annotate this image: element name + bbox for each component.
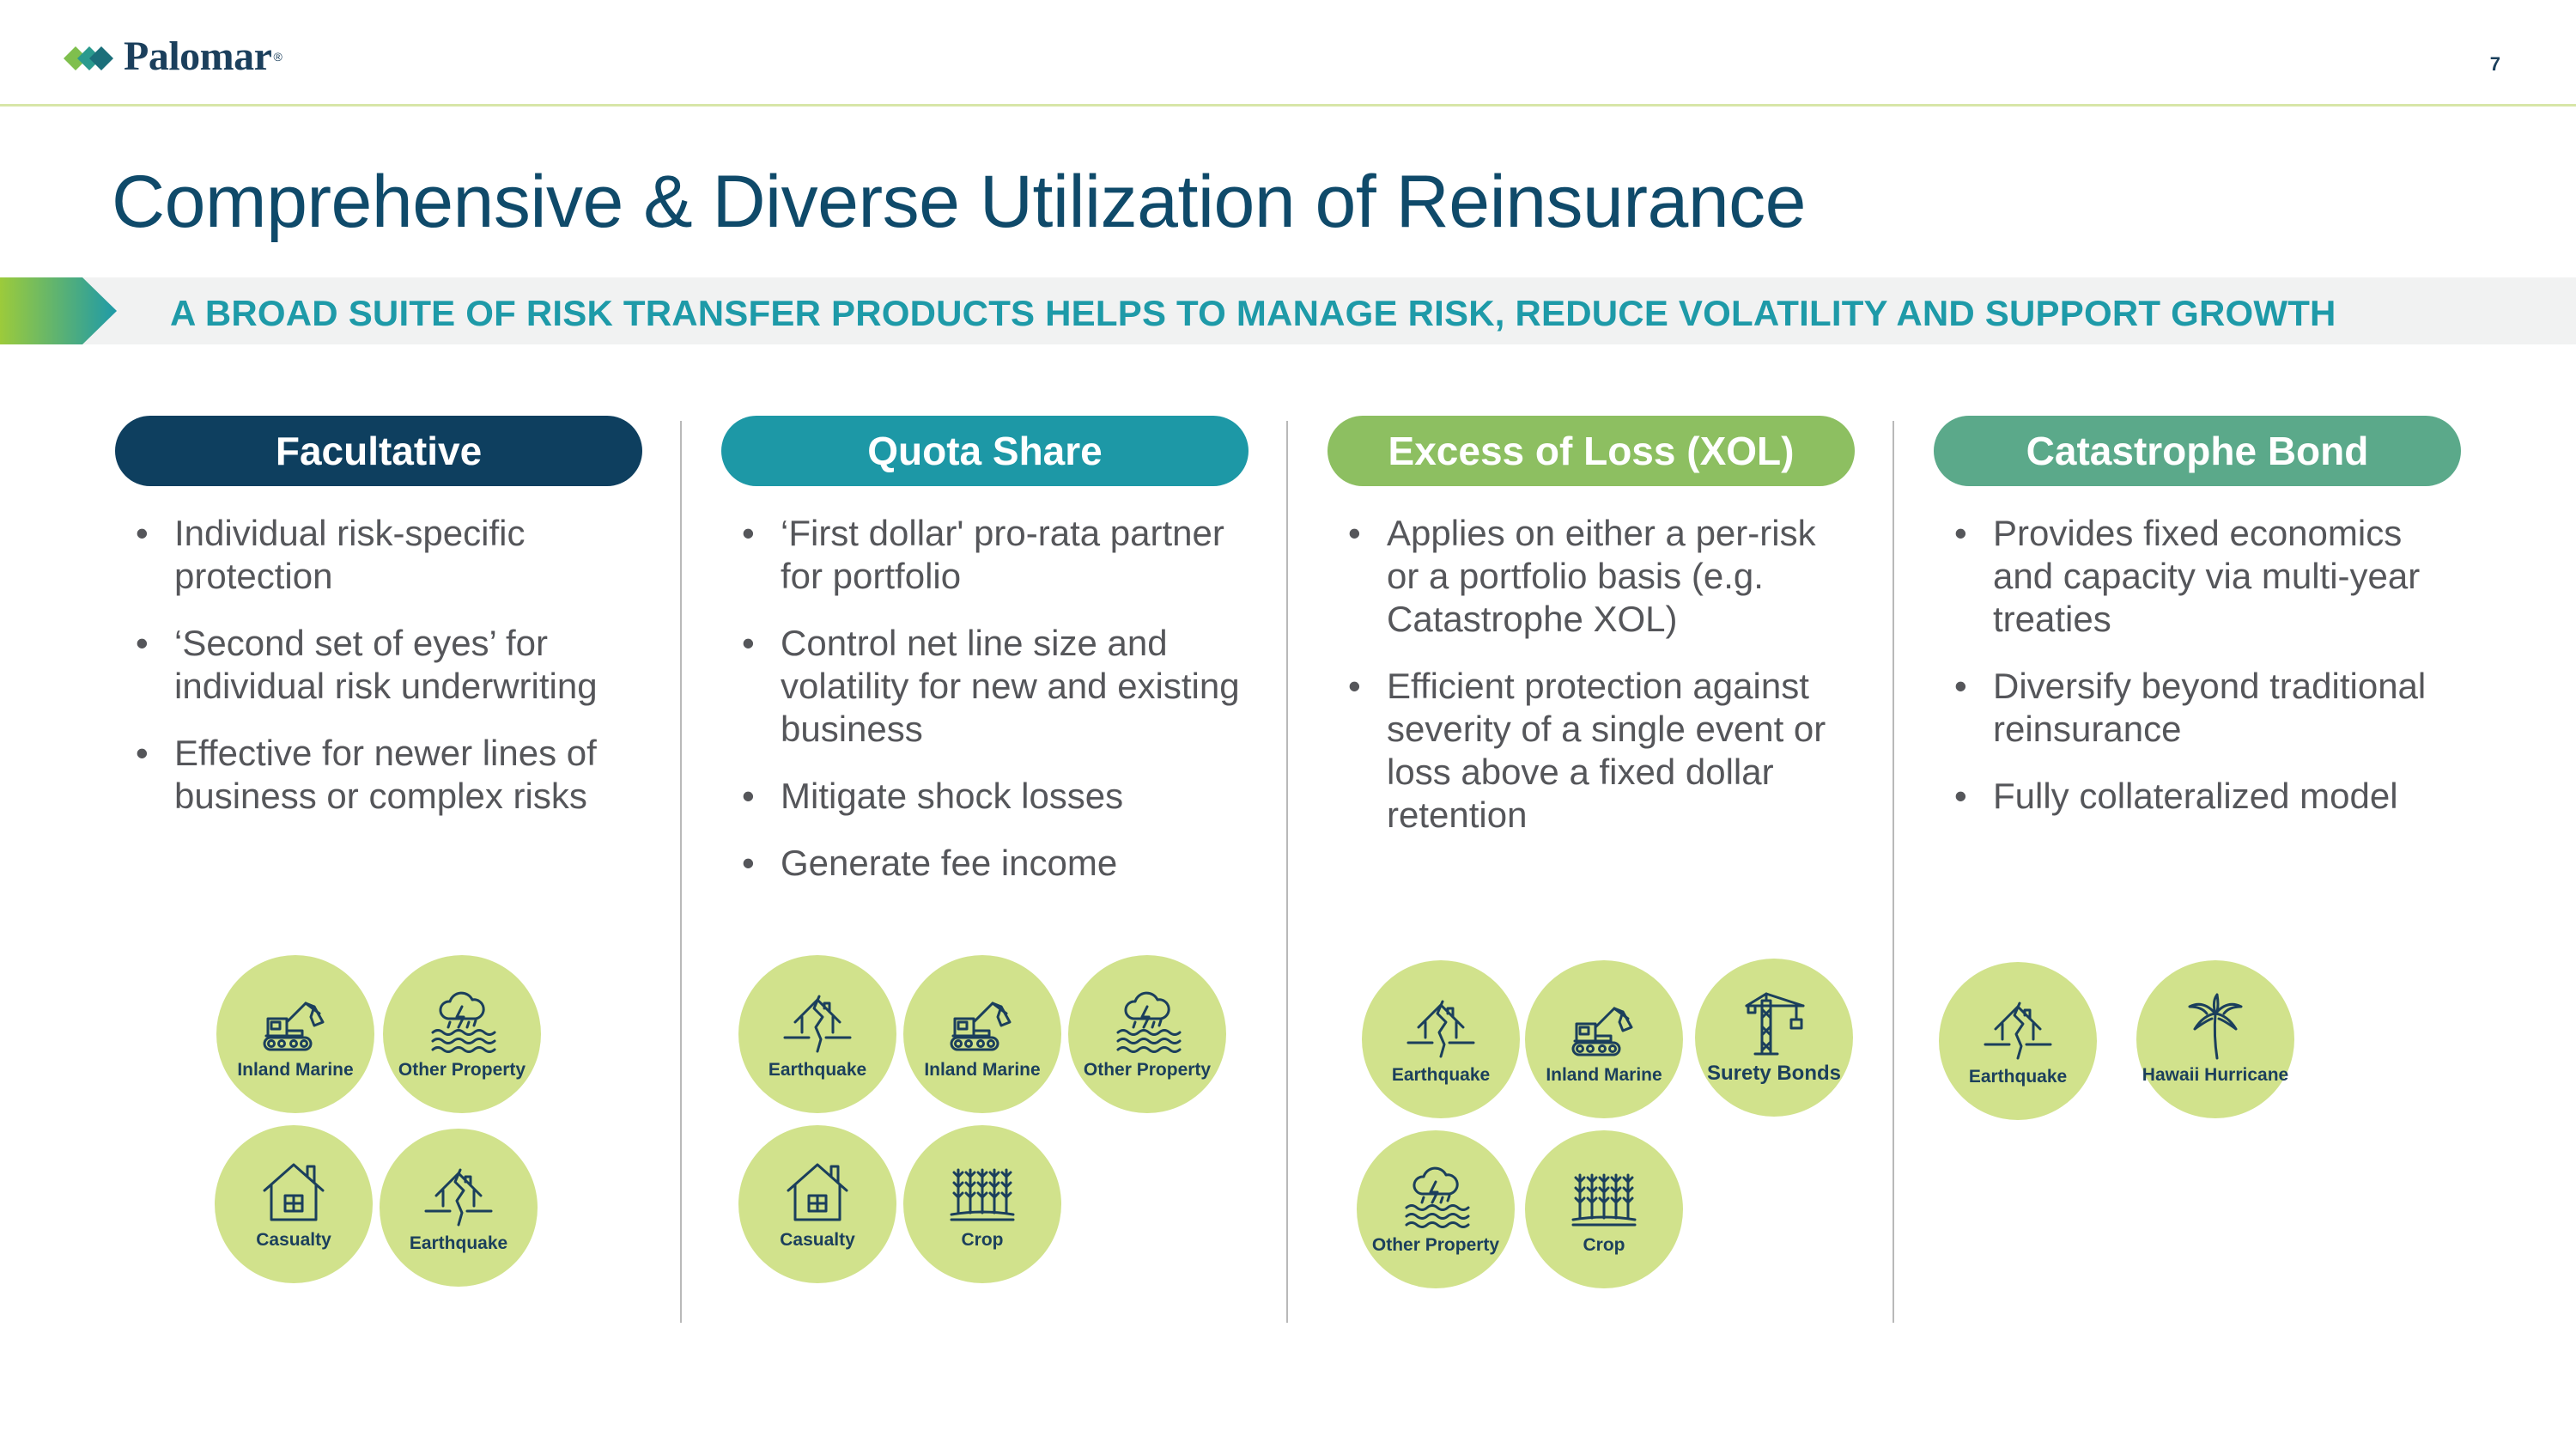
tile-label: Crop [1583, 1235, 1625, 1255]
bullet-item: Efficient protection against severity of… [1348, 665, 1846, 837]
coverage-tile-hawaii-hurricane: Hawaii Hurricane [2136, 960, 2294, 1118]
column-quota-share: Quota Share ‘First dollar' pro-rata part… [721, 416, 1249, 1326]
earthquake-house-icon [421, 1161, 496, 1228]
tile-label: Earthquake [768, 1060, 867, 1080]
house-icon [256, 1158, 331, 1225]
tile-label: Crop [961, 1230, 1004, 1250]
tile-label: Earthquake [1391, 1065, 1491, 1085]
tile-label: Inland Marine [237, 1060, 354, 1080]
storm-flood-icon [1109, 988, 1185, 1055]
bullet-item: Effective for newer lines of business or… [136, 732, 634, 818]
tile-label: Other Property [1371, 1235, 1500, 1255]
excavator-icon [1566, 993, 1642, 1060]
column-divider [1286, 421, 1288, 1323]
earthquake-house-icon [1980, 995, 2056, 1062]
earthquake-house-icon [780, 988, 855, 1055]
coverage-tile-inland-marine: Inland Marine [1525, 960, 1683, 1118]
bullet-item: Fully collateralized model [1954, 775, 2452, 818]
coverage-tile-inland-marine: Inland Marine [903, 955, 1061, 1113]
coverage-tile-casualty: Casualty [738, 1125, 896, 1283]
tile-label: Earthquake [1968, 1067, 2068, 1087]
bullet-item: Mitigate shock losses [742, 775, 1240, 818]
logo-wordmark: Palomar [124, 33, 272, 79]
tile-label: Other Property [398, 1060, 526, 1080]
bullet-item: Control net line size and volatility for… [742, 622, 1240, 751]
column-divider [1893, 421, 1894, 1323]
bullet-list: Provides fixed economics and capacity vi… [1954, 512, 2452, 842]
coverage-tile-earthquake: Earthquake [380, 1129, 538, 1287]
column-facultative: Facultative Individual risk-specific pro… [115, 416, 642, 1326]
slide-header: Palomar ® 7 [0, 0, 2576, 107]
banner-text: A BROAD SUITE OF RISK TRANSFER PRODUCTS … [170, 293, 2336, 333]
tile-label: Earthquake [409, 1233, 508, 1253]
tile-label: Hawaii Hurricane [2142, 1065, 2289, 1085]
coverage-tile-earthquake: Earthquake [1939, 962, 2097, 1120]
earthquake-house-icon [1403, 993, 1479, 1060]
tile-label: Other Property [1083, 1060, 1212, 1080]
coverage-tile-inland-marine: Inland Marine [216, 955, 374, 1113]
house-icon [780, 1158, 855, 1225]
coverage-tile-crop: Crop [903, 1125, 1061, 1283]
bullet-item: ‘First dollar' pro-rata partner for port… [742, 512, 1240, 598]
storm-flood-icon [424, 988, 500, 1055]
subtitle-banner: A BROAD SUITE OF RISK TRANSFER PRODUCTS … [0, 277, 2576, 344]
wheat-crop-icon [1566, 1163, 1642, 1230]
tile-label: Inland Marine [924, 1060, 1041, 1080]
coverage-tile-casualty: Casualty [215, 1125, 373, 1283]
heading-quota-share: Quota Share [721, 416, 1249, 486]
registered-mark: ® [273, 49, 283, 64]
coverage-tile-surety-bonds: Surety Bonds [1695, 959, 1853, 1117]
bullet-item: Individual risk-specific protection [136, 512, 634, 598]
tile-label: Casualty [256, 1230, 331, 1250]
palm-tree-icon [2178, 993, 2253, 1060]
page-number: 7 [2489, 53, 2500, 75]
palomar-logo: Palomar ® [64, 33, 283, 80]
bullet-item: ‘Second set of eyes’ for individual risk… [136, 622, 634, 708]
excavator-icon [258, 988, 333, 1055]
column-excess-of-loss: Excess of Loss (XOL) Applies on either a… [1327, 416, 1855, 1326]
coverage-tile-crop: Crop [1525, 1130, 1683, 1288]
palomar-logo-icon [64, 46, 113, 70]
bullet-item: Applies on either a per-risk or a portfo… [1348, 512, 1846, 641]
coverage-tile-earthquake: Earthquake [738, 955, 896, 1113]
heading-excess-of-loss: Excess of Loss (XOL) [1327, 416, 1855, 486]
tile-label: Inland Marine [1546, 1065, 1662, 1085]
bullet-item: Provides fixed economics and capacity vi… [1954, 512, 2452, 641]
coverage-tile-other-property: Other Property [1357, 1130, 1515, 1288]
coverage-tile-earthquake: Earthquake [1362, 960, 1520, 1118]
bullet-list: ‘First dollar' pro-rata partner for port… [742, 512, 1240, 909]
bullet-list: Individual risk-specific protection ‘Sec… [136, 512, 634, 842]
column-divider [680, 421, 682, 1323]
excavator-icon [945, 988, 1020, 1055]
tile-label: Casualty [780, 1230, 855, 1250]
tile-label: Surety Bonds [1706, 1062, 1842, 1085]
chevron-arrow-icon [0, 277, 117, 344]
slide-title: Comprehensive & Diverse Utilization of R… [112, 161, 1807, 243]
heading-catastrophe-bond: Catastrophe Bond [1934, 416, 2461, 486]
bullet-item: Diversify beyond traditional reinsurance [1954, 665, 2452, 751]
column-catastrophe-bond: Catastrophe Bond Provides fixed economic… [1934, 416, 2461, 1326]
bullet-list: Applies on either a per-risk or a portfo… [1348, 512, 1846, 861]
coverage-tile-other-property: Other Property [383, 955, 541, 1113]
wheat-crop-icon [945, 1158, 1020, 1225]
bullet-item: Generate fee income [742, 842, 1240, 885]
heading-facultative: Facultative [115, 416, 642, 486]
coverage-tile-other-property: Other Property [1068, 955, 1226, 1113]
crane-icon [1736, 990, 1812, 1057]
storm-flood-icon [1398, 1163, 1473, 1230]
